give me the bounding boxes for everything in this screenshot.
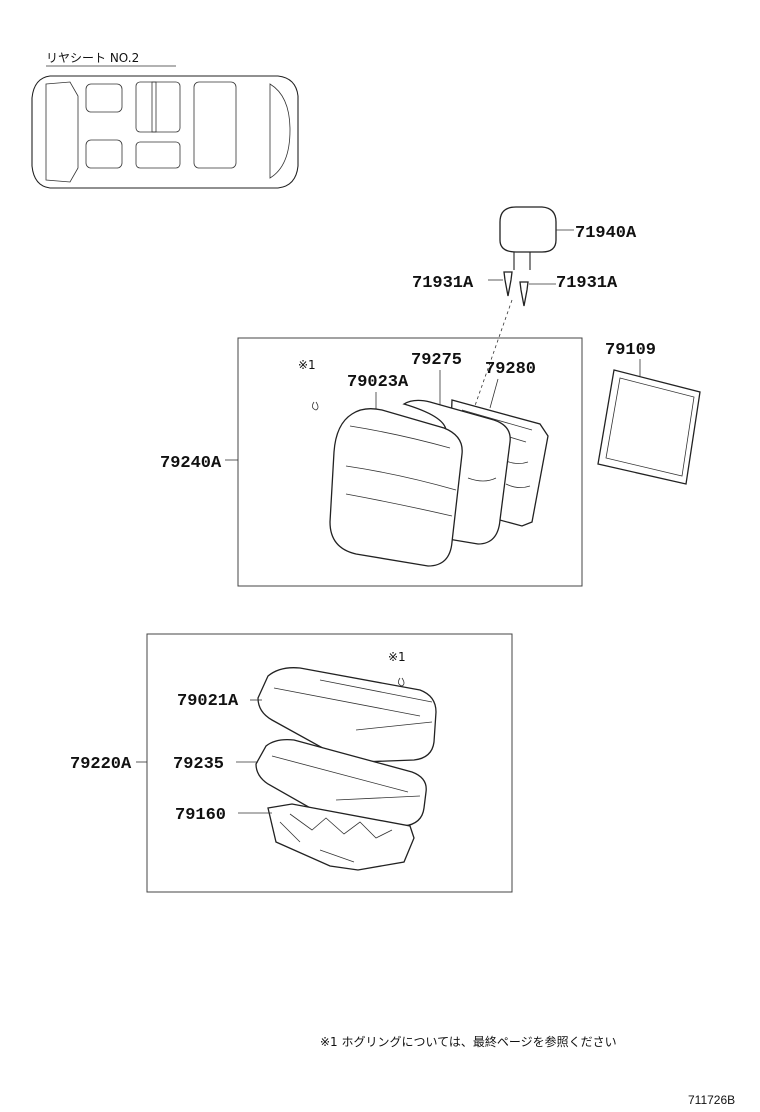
label-back-pad: 79275 [411,351,462,370]
headrest-part [499,206,557,270]
label-support-right: 71931A [556,274,618,293]
headrest-support-right [519,281,529,307]
hogring-note-back: ※1 [298,358,316,372]
label-cushion-assy: 79220A [70,755,132,774]
inset-title: リヤシート NO.2 [46,51,139,65]
seat-cushion-group-box [146,633,513,893]
label-support-left: 71931A [412,274,474,293]
label-cover-back: 79109 [605,341,656,360]
vehicle-layout-icon [31,75,299,189]
label-back-cover: 79023A [347,373,409,392]
label-headrest: 71940A [575,224,637,243]
hogring-back-icon [312,401,319,411]
headrest-support-left [503,271,513,297]
seat-cushion-cover-part [257,667,437,763]
seat-cushion-pad-part [255,738,427,829]
label-cushion-pad: 79235 [173,755,224,774]
label-back-assy: 79240A [160,454,222,473]
hogring-note-cushion: ※1 [388,650,406,664]
seat-back-cover-part [329,408,463,567]
leader-back-frame [489,378,499,409]
label-back-frame: 79280 [485,360,536,379]
back-board-part [597,369,701,485]
label-cushion-frame: 79160 [175,806,226,825]
hogring-cushion-icon [398,677,405,687]
label-cushion-cover: 79021A [177,692,239,711]
seat-cushion-frame-part [267,803,415,871]
drawing-code: 711726B [688,1093,735,1107]
footnote: ※1 ホグリングについては、最終ページを参照ください [320,1034,617,1049]
seat-back-group-box [237,337,583,587]
